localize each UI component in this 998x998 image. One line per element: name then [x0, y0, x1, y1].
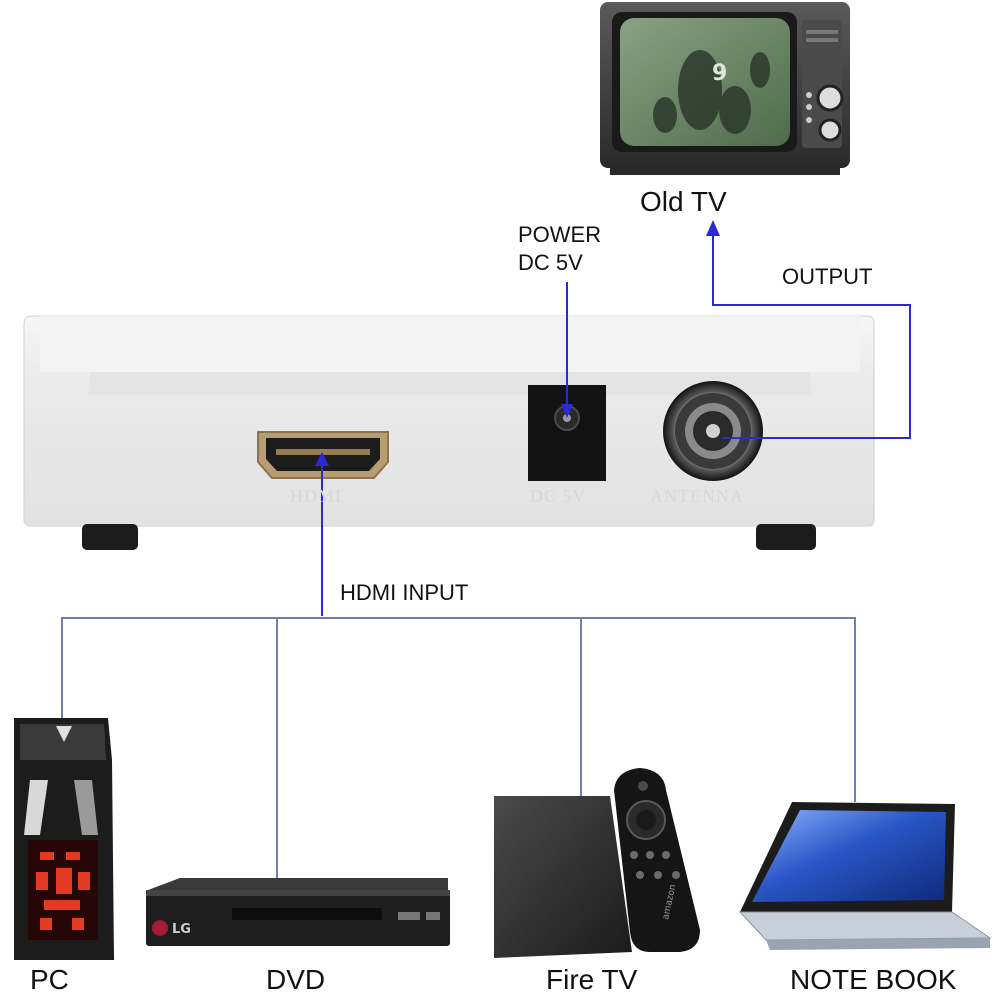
device-label-notebook: NOTE BOOK [790, 964, 957, 995]
dvd-player-illustration: LG [146, 878, 450, 946]
pc-tower-illustration [14, 718, 114, 960]
port-print-hdmi: HDMI [290, 486, 342, 506]
output-label: OUTPUT [782, 264, 873, 289]
dvd-brand-logo: LG [172, 922, 191, 937]
power-label-line1: POWER [518, 222, 602, 247]
port-print-dc5v: DC 5V [530, 486, 587, 506]
device-label-pc: PC [30, 964, 69, 995]
hdmi-input-label: HDMI INPUT [340, 580, 469, 605]
device-label-fire-tv: Fire TV [546, 964, 638, 995]
connection-lines [61, 220, 911, 886]
notebook-illustration [738, 802, 992, 950]
port-print-antenna: ANTENNA [650, 486, 744, 506]
tv-jersey-number: 9 [712, 61, 727, 86]
fire-tv-illustration: amazon [494, 768, 700, 958]
converter-box [23, 315, 875, 550]
device-label-dvd: DVD [266, 964, 326, 995]
old-tv-illustration: 9 [600, 2, 850, 175]
power-label-line2: DC 5V [518, 250, 583, 275]
old-tv-label: Old TV [640, 186, 727, 217]
